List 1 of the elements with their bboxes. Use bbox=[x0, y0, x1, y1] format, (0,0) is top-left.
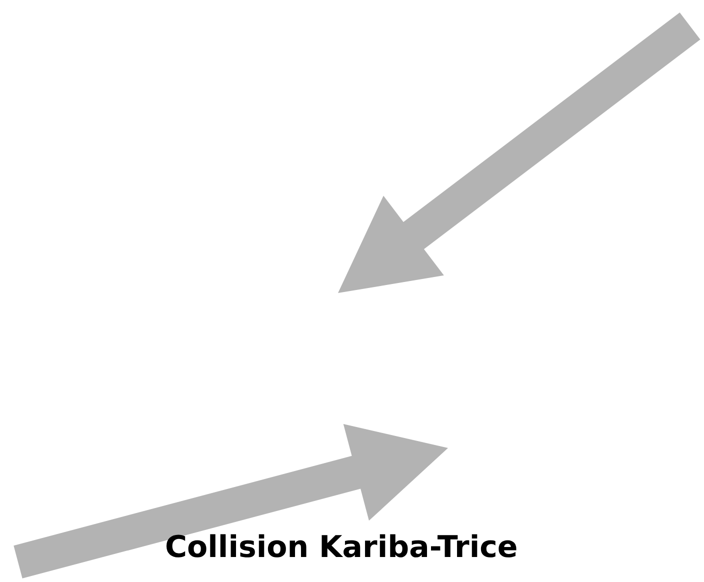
caption-text: Collision Kariba-Trice bbox=[165, 530, 518, 565]
